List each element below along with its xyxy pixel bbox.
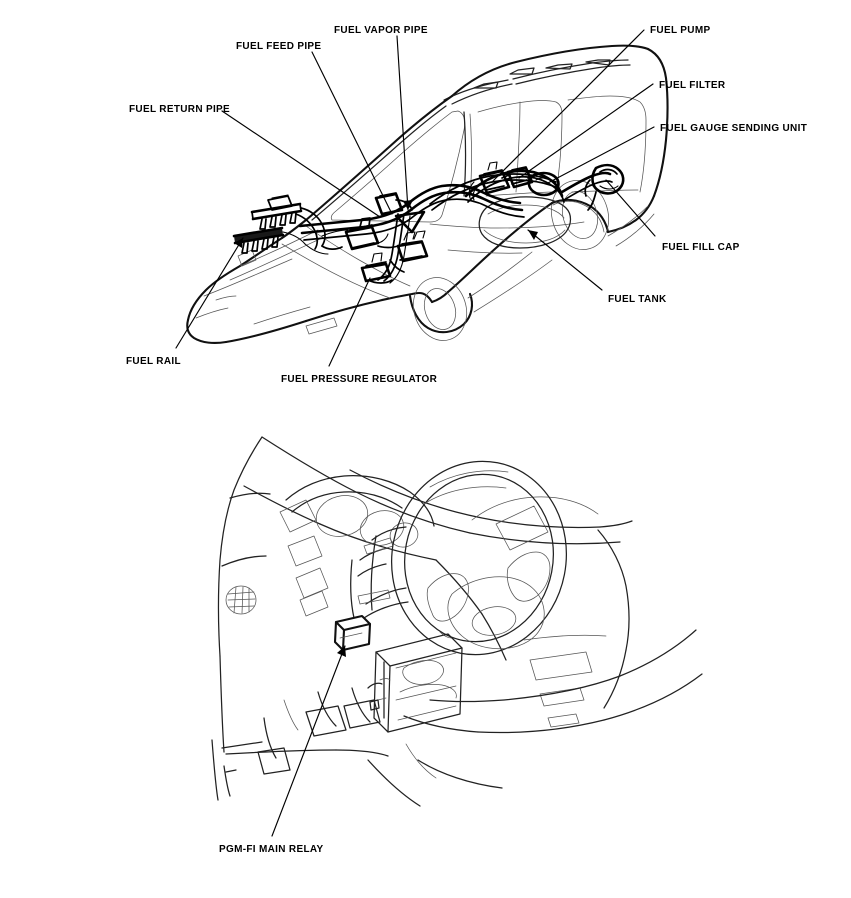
under-dash-control-unit <box>367 633 463 733</box>
label-fuel-filter: FUEL FILTER <box>659 79 726 91</box>
pgm-fi-main-relay-component <box>333 614 372 652</box>
label-fuel-gauge-sending-unit: FUEL GAUGE SENDING UNIT <box>660 122 808 134</box>
label-fuel-rail: FUEL RAIL <box>126 355 181 367</box>
label-fuel-pressure-regulator: FUEL PRESSURE REGULATOR <box>281 373 438 385</box>
fuel-tank-component <box>478 196 572 249</box>
label-fuel-return-pipe: FUEL RETURN PIPE <box>129 103 231 115</box>
label-fuel-fill-cap: FUEL FILL CAP <box>662 241 740 253</box>
label-fuel-feed-pipe: FUEL FEED PIPE <box>236 40 322 52</box>
leader-lines-top <box>175 29 656 367</box>
dashboard-interior <box>211 436 703 807</box>
label-fuel-vapor-pipe: FUEL VAPOR PIPE <box>334 24 428 36</box>
van-body-outline <box>186 44 669 344</box>
fuel-rail-assembly <box>232 192 429 284</box>
pedal-assembly <box>257 687 381 775</box>
steering-wheel <box>390 460 568 656</box>
fuel-pump-filter-cluster <box>468 161 560 201</box>
leader-lines-bottom <box>271 645 346 837</box>
label-fuel-tank: FUEL TANK <box>608 293 667 305</box>
label-pgm-fi-main-relay: PGM-FI MAIN RELAY <box>219 843 324 855</box>
fuel-fill-cap-component <box>584 163 625 211</box>
label-fuel-pump: FUEL PUMP <box>650 24 711 36</box>
